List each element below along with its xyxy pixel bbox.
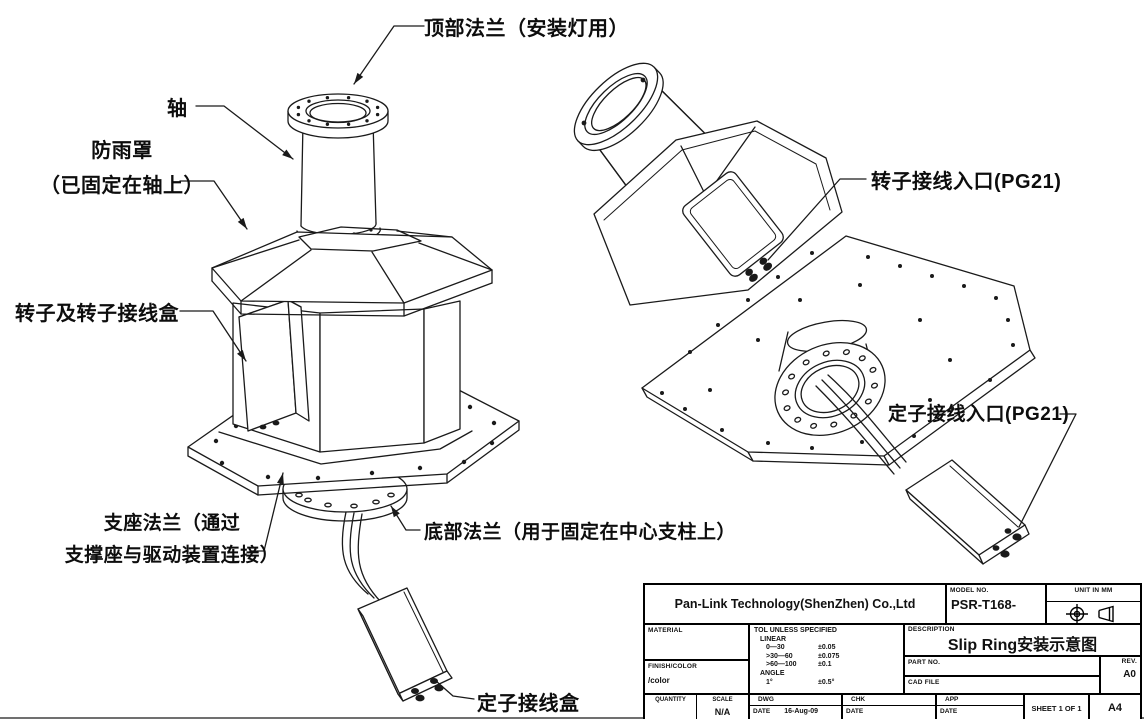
description-value: Slip Ring安装示意图: [947, 637, 1098, 654]
model-no-cell: MODEL NO. PSR-T168-: [947, 585, 1047, 625]
left-assembly-drawing: [187, 93, 520, 702]
dwg-date-label: DATE: [753, 708, 771, 715]
tol-range: 0—30: [766, 644, 785, 652]
top-flange-label: 顶部法兰（安装灯用）: [424, 18, 629, 40]
finish-value: /color: [648, 676, 670, 685]
cad-file-cell: CAD FILE: [905, 677, 1101, 695]
tol-range: >30—60: [766, 652, 793, 660]
top-flange: [287, 93, 389, 139]
part-no-cell: PART NO.: [905, 657, 1101, 677]
app-cell: APP DATE: [937, 695, 1025, 719]
tol-row: 0—30 ±0.05: [750, 644, 903, 653]
company-cell: Pan-Link Technology(ShenZhen) Co.,Ltd: [645, 585, 947, 625]
rotor-entry-box: [682, 171, 784, 282]
rev-cell: REV. A0: [1101, 657, 1140, 695]
stator-box-label: 定子接线盒: [477, 693, 580, 715]
chk-date-row: DATE: [843, 706, 935, 715]
stator-entry-label: 定子接线入口(PG21): [888, 404, 1070, 425]
scale-cell: SCALE N/A: [697, 695, 750, 719]
cad-file-label: CAD FILE: [908, 679, 940, 686]
projection-symbol-icon: [1066, 604, 1114, 624]
rain-cover-label-line2: （已固定在轴上）: [40, 175, 204, 197]
description-label: DESCRIPTION: [908, 626, 955, 633]
rotor-junction-box: [238, 299, 310, 432]
dwg-date-value: 16-Aug-09: [784, 708, 819, 715]
tol-row: >30—60 ±0.075: [750, 653, 903, 662]
paper-size-value: A4: [1107, 702, 1123, 714]
app-date-row: DATE: [937, 706, 1023, 715]
tol-value: ±0.075: [818, 652, 840, 660]
sheet-label: SHEET 1 OF 1: [1031, 704, 1082, 713]
stator-junction-box-right: [905, 459, 1030, 565]
rain-cover: [211, 226, 493, 317]
material-label: MATERIAL: [648, 627, 683, 634]
rev-value: A0: [1123, 669, 1136, 680]
description-cell: DESCRIPTION Slip Ring安装示意图: [905, 625, 1140, 657]
scale-value: N/A: [714, 707, 731, 717]
dwg-cell: DWG DATE 16-Aug-09: [750, 695, 843, 719]
rain-cover-label-line1: 防雨罩: [91, 140, 153, 162]
leader-lines: [179, 25, 1077, 700]
tol-range: >60—100: [766, 661, 797, 669]
bottom-flange-label: 底部法兰（用于固定在中心支柱上）: [424, 522, 737, 543]
tol-title: TOL UNLESS SPECIFIED: [754, 627, 837, 634]
support-flange-label-line2: 支撑座与驱动装置连接）: [64, 545, 280, 566]
rotor-entry-label: 转子接线入口(PG21): [871, 171, 1062, 193]
shaft: [296, 121, 381, 243]
tol-range: 1°: [766, 678, 773, 686]
app-date-label: DATE: [940, 708, 958, 715]
tol-linear-label: LINEAR: [760, 635, 787, 643]
flange-bolt: [640, 77, 646, 83]
unit-label: UNIT IN MM: [1047, 585, 1140, 602]
unit-cell: UNIT IN MM: [1047, 585, 1140, 625]
model-no-value: PSR-T168-: [951, 597, 1017, 612]
tol-row: >60—100 ±0.1: [750, 661, 903, 670]
app-label: APP: [937, 695, 1023, 706]
company-name: Pan-Link Technology(ShenZhen) Co.,Ltd: [674, 597, 916, 611]
title-block: Pan-Link Technology(ShenZhen) Co.,Ltd MO…: [643, 583, 1142, 719]
tol-angle-label: ANGLE: [760, 669, 785, 677]
dwg-label: DWG: [750, 695, 841, 706]
tol-value: ±0.05: [818, 644, 836, 652]
chk-date-label: DATE: [846, 708, 864, 715]
sheet-cell: SHEET 1 OF 1: [1025, 695, 1090, 719]
dwg-date-row: DATE 16-Aug-09: [750, 706, 841, 715]
scale-label: SCALE: [712, 697, 733, 703]
finish-cell: FINISH/COLOR /color: [645, 661, 750, 695]
tol-angle-row: 1° ±0.5°: [750, 679, 903, 688]
stator-cables-right: [815, 374, 907, 475]
paper-size-cell: A4: [1090, 695, 1140, 719]
tol-value: ±0.5°: [818, 678, 835, 686]
finish-label: FINISH/COLOR: [648, 663, 697, 670]
stator-junction-box-left: [357, 587, 453, 702]
chk-cell: CHK DATE: [843, 695, 937, 719]
tolerance-cell: TOL UNLESS SPECIFIED LINEAR 0—30 ±0.05 >…: [750, 625, 905, 695]
quantity-cell: QUANTITY: [645, 695, 697, 719]
model-no-label: MODEL NO.: [950, 587, 989, 594]
flange-bolt: [581, 120, 587, 126]
support-flange-label-line1: 支座法兰（通过: [103, 513, 241, 534]
tol-value: ±0.1: [818, 661, 832, 669]
material-cell: MATERIAL: [645, 625, 750, 661]
rotor-box-label: 转子及转子接线盒: [15, 303, 179, 325]
support-flange-label: 支座法兰（通过 支撑座与驱动装置连接）: [58, 508, 286, 567]
part-no-label: PART NO.: [908, 659, 941, 666]
right-assembly-drawing: [573, 62, 1036, 565]
rev-label: REV.: [1121, 658, 1137, 665]
stator-cables-left: [341, 511, 382, 603]
rain-cover-label: 防雨罩 （已固定在轴上）: [22, 134, 222, 198]
shaft-label: 轴: [167, 98, 188, 120]
quantity-label: QUANTITY: [655, 697, 686, 703]
shaft-flange-right: [573, 62, 664, 152]
chk-label: CHK: [843, 695, 935, 706]
